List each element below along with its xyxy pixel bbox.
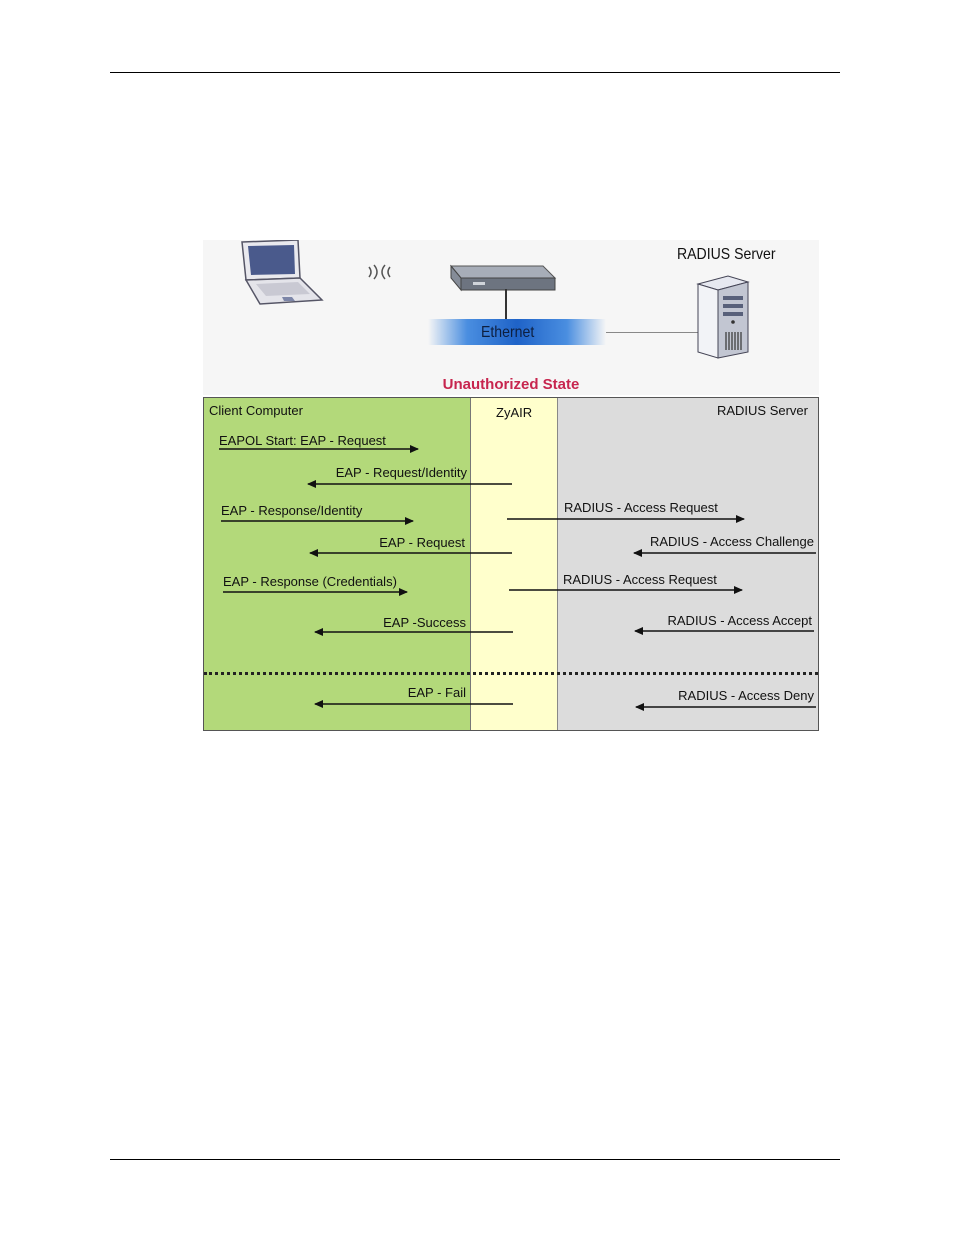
state-title: Unauthorized State (442, 376, 580, 393)
message-label: EAP - Response/Identity (221, 503, 363, 518)
access-point-icon (449, 264, 557, 292)
state-divider (204, 672, 818, 675)
client-computer-heading: Client Computer (209, 403, 303, 418)
network-illustration: Ethernet RADIUS Server (203, 240, 819, 395)
message-label: RADIUS - Access Request (563, 572, 717, 587)
ethernet-bar (428, 319, 606, 345)
server-icon (696, 275, 750, 359)
footer-rule (110, 1159, 840, 1160)
message-label: EAPOL Start: EAP - Request (219, 433, 386, 448)
message-label: RADIUS - Access Deny (678, 688, 814, 703)
message-arrows (219, 445, 816, 711)
message-label: RADIUS - Access Challenge (649, 534, 814, 549)
wireless-signal-icon (368, 264, 391, 280)
message-label: EAP - Fail (407, 685, 466, 700)
laptop-icon (241, 240, 324, 305)
message-label: RADIUS - Access Accept (667, 613, 813, 628)
message-label: EAP - Request (379, 535, 465, 550)
message-label: EAP -Success (383, 615, 466, 630)
sequence-diagram: Client Computer ZyAIR RADIUS Server EAPO… (203, 397, 819, 731)
access-point-link (505, 289, 507, 320)
radius-server-heading: RADIUS Server (716, 403, 808, 418)
header-rule (110, 72, 840, 73)
radius-server-label: RADIUS Server (677, 246, 776, 263)
message-label: EAP - Request/Identity (335, 465, 467, 480)
ethernet-label: Ethernet (481, 324, 535, 341)
zyair-heading: ZyAIR (496, 405, 533, 420)
eap-authentication-figure: Ethernet RADIUS Server Unauthorized Stat… (203, 240, 819, 735)
message-label: RADIUS - Access Request (564, 500, 718, 515)
server-link-line (606, 332, 698, 333)
message-label: EAP - Response (Credentials) (223, 574, 397, 589)
